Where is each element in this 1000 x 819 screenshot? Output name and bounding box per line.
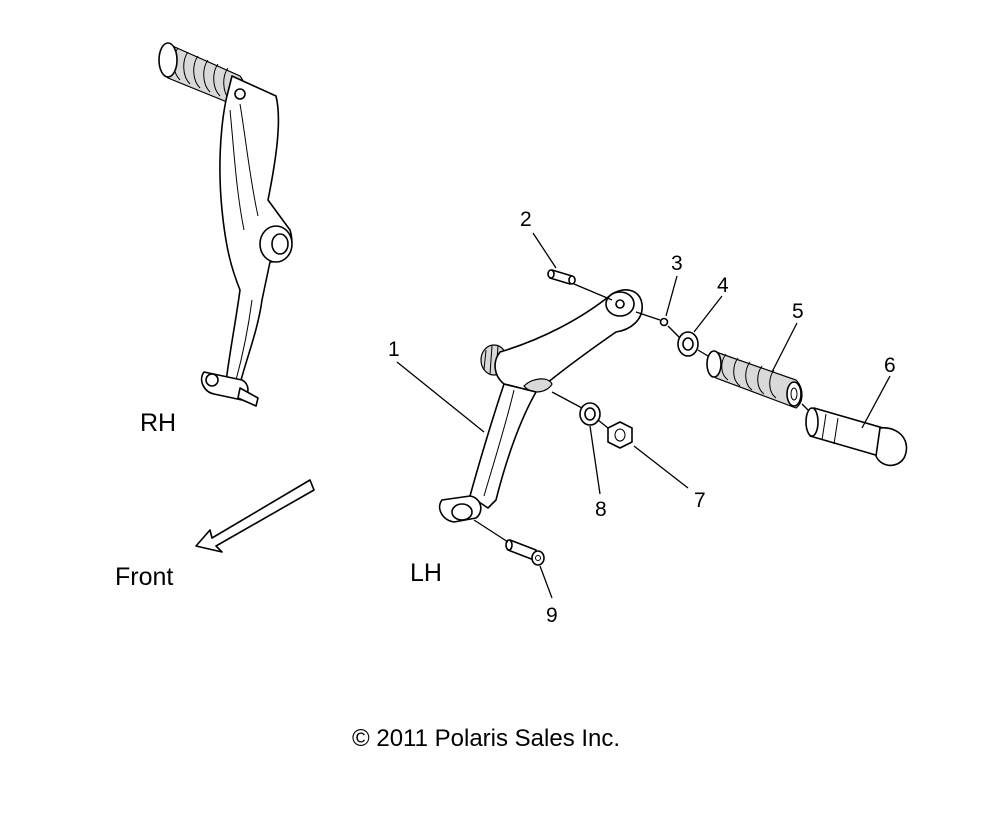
rh-clevis-pin [237, 387, 259, 407]
washer-part-4 [677, 331, 699, 357]
rh-label: RH [140, 409, 176, 437]
callout-5: 5 [792, 300, 804, 323]
bolt-part-9 [505, 539, 545, 566]
front-arrow-icon [195, 479, 315, 553]
callout-4: 4 [717, 274, 729, 297]
leader-lines [396, 232, 891, 599]
lh-shift-lever [438, 289, 643, 523]
assembly-lines [473, 283, 809, 543]
peg-pin-part-6 [805, 407, 908, 467]
callout-2: 2 [520, 208, 532, 231]
callout-6: 6 [884, 354, 896, 377]
foot-peg-grip-part-5 [706, 350, 803, 409]
lh-label: LH [410, 559, 442, 587]
callout-1: 1 [388, 338, 400, 361]
callout-7: 7 [694, 489, 706, 512]
rh-shift-lever [158, 42, 293, 407]
nut-part-7 [607, 421, 633, 449]
front-label: Front [115, 563, 173, 591]
clip-part-3 [659, 317, 669, 327]
callout-8: 8 [595, 498, 607, 521]
callout-9: 9 [546, 604, 558, 627]
callout-3: 3 [671, 252, 683, 275]
pin-part-2 [547, 269, 576, 285]
washer-part-8 [579, 402, 601, 426]
copyright-notice: © 2011 Polaris Sales Inc. [352, 725, 620, 752]
rh-foot-peg-grip [158, 42, 245, 105]
